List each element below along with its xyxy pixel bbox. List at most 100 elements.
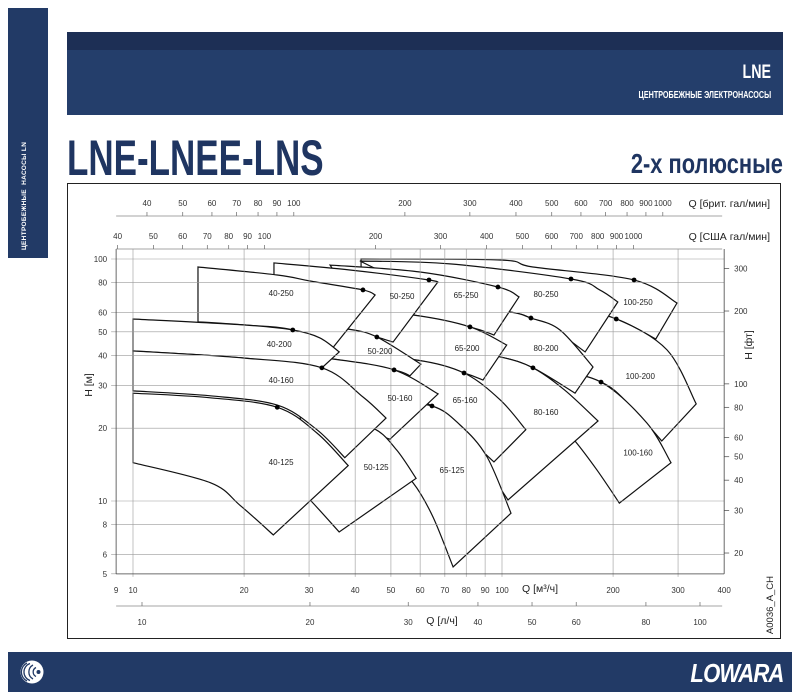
page-subtitle: 2-х полюсные bbox=[630, 148, 783, 179]
pump-label-40-250: 40-250 bbox=[269, 289, 294, 298]
bep-point-65-250 bbox=[495, 284, 501, 290]
bep-point-65-160 bbox=[461, 370, 467, 376]
x-top-tick-label: 300 bbox=[463, 199, 477, 208]
x-tick-label: 40 bbox=[351, 586, 360, 595]
x-top-tick-label: 80 bbox=[224, 232, 233, 241]
x-top-tick-label: 1000 bbox=[654, 199, 672, 208]
pump-label-100-200: 100-200 bbox=[626, 372, 656, 381]
pump-label-100-160: 100-160 bbox=[623, 448, 653, 457]
y2-tick-label: 100 bbox=[734, 380, 748, 389]
x-bottom2-tick-label: 30 bbox=[404, 618, 413, 627]
x-top-tick-label: 200 bbox=[398, 199, 412, 208]
x-top-tick-label: 40 bbox=[113, 232, 122, 241]
x-tick-label: 20 bbox=[240, 586, 249, 595]
pump-label-80-200: 80-200 bbox=[534, 344, 559, 353]
x-top-tick-label: 300 bbox=[434, 232, 448, 241]
bep-point-100-160 bbox=[598, 379, 604, 385]
x-top-tick-label: 700 bbox=[570, 232, 584, 241]
x-top-tick-label: 900 bbox=[639, 199, 653, 208]
x-bottom2-tick-label: 80 bbox=[641, 618, 650, 627]
y2-tick-label: 20 bbox=[734, 549, 743, 558]
y2-tick-label: 80 bbox=[734, 403, 743, 412]
x-tick-label: 60 bbox=[416, 586, 425, 595]
x-top-tick-label: 800 bbox=[591, 232, 605, 241]
x-bottom2-tick-label: 100 bbox=[693, 618, 707, 627]
y-tick-label: 80 bbox=[98, 278, 107, 287]
footer-banner: LOWARA bbox=[8, 652, 792, 692]
chart-code: A0036_A_CH bbox=[765, 576, 776, 634]
pump-label-80-160: 80-160 bbox=[534, 408, 559, 417]
y2-tick-label: 200 bbox=[734, 307, 748, 316]
x-bottom2-tick-label: 50 bbox=[528, 618, 537, 627]
header-title: LNE bbox=[742, 62, 772, 83]
pump-label-65-125: 65-125 bbox=[440, 466, 465, 475]
pump-region-40-160 bbox=[132, 350, 387, 459]
pump-label-80-250: 80-250 bbox=[534, 290, 559, 299]
x-top-tick-label: 900 bbox=[610, 232, 624, 241]
y-tick-label: 30 bbox=[98, 382, 107, 391]
x-tick-label: 80 bbox=[462, 586, 471, 595]
bep-point-100-200 bbox=[613, 316, 619, 322]
page-title: LNE-LNEE-LNS bbox=[67, 130, 324, 186]
x-bottom2-tick-label: 10 bbox=[138, 618, 147, 627]
x-top-tick-label: 60 bbox=[178, 232, 187, 241]
x-top-tick-label: 50 bbox=[178, 199, 187, 208]
y-tick-label: 50 bbox=[98, 328, 107, 337]
x-axis-title: Q [м³/ч] bbox=[522, 583, 558, 595]
y-axis-title: H [м] bbox=[83, 373, 95, 397]
bep-point-50-250 bbox=[426, 277, 432, 283]
x-top-tick-label: 500 bbox=[545, 199, 559, 208]
bep-point-40-250 bbox=[360, 287, 366, 293]
header-banner: LNE ЦЕНТРОБЕЖНЫЕ ЭЛЕКТРОНАСОСЫ bbox=[67, 32, 783, 115]
x-top-tick-label: 1000 bbox=[625, 232, 643, 241]
pump-label-50-250: 50-250 bbox=[390, 292, 415, 301]
x-bottom2-tick-label: 60 bbox=[572, 618, 581, 627]
header-subtitle: ЦЕНТРОБЕЖНЫЕ ЭЛЕКТРОНАСОСЫ bbox=[638, 90, 771, 101]
y2-tick-label: 60 bbox=[734, 434, 743, 443]
x-bottom2-tick-label: 40 bbox=[473, 618, 482, 627]
x-top-tick-label: 800 bbox=[620, 199, 634, 208]
pump-label-40-160: 40-160 bbox=[269, 376, 294, 385]
pump-label-65-160: 65-160 bbox=[453, 396, 478, 405]
y2-tick-label: 40 bbox=[734, 476, 743, 485]
x-bottom2-tick-label: 20 bbox=[306, 618, 315, 627]
x-top-axis-title: Q [брит. гал/мин] bbox=[689, 198, 771, 210]
lowara-logo-icon bbox=[20, 660, 44, 684]
bep-point-50-160 bbox=[391, 367, 397, 373]
bep-point-40-125 bbox=[274, 404, 280, 410]
x-top-tick-label: 100 bbox=[287, 199, 301, 208]
y2-tick-label: 30 bbox=[734, 506, 743, 515]
bep-point-80-250 bbox=[568, 276, 574, 282]
x-tick-label: 100 bbox=[495, 586, 509, 595]
x-top-tick-label: 200 bbox=[369, 232, 383, 241]
y-tick-label: 100 bbox=[94, 255, 108, 264]
x-top-axis-title: Q [США гал/мин] bbox=[689, 231, 770, 243]
x-tick-label: 70 bbox=[440, 586, 449, 595]
bep-point-80-200 bbox=[528, 315, 534, 321]
x-top-tick-label: 700 bbox=[599, 199, 613, 208]
bep-point-65-125 bbox=[429, 403, 435, 409]
pump-label-40-125: 40-125 bbox=[269, 458, 294, 467]
bep-point-100-250 bbox=[631, 277, 637, 283]
x-tick-label: 9 bbox=[114, 586, 119, 595]
y-tick-label: 60 bbox=[98, 309, 107, 318]
x-tick-label: 300 bbox=[671, 586, 685, 595]
x-top-tick-label: 70 bbox=[203, 232, 212, 241]
x-top-tick-label: 600 bbox=[545, 232, 559, 241]
x-tick-label: 90 bbox=[481, 586, 490, 595]
bep-point-80-160 bbox=[530, 365, 536, 371]
y2-axis-title: H [фт] bbox=[743, 330, 755, 360]
y2-tick-label: 300 bbox=[734, 264, 748, 273]
x-top-tick-label: 500 bbox=[516, 232, 530, 241]
x-top-tick-label: 40 bbox=[143, 199, 152, 208]
x-top-tick-label: 80 bbox=[254, 199, 263, 208]
pump-label-50-200: 50-200 bbox=[368, 347, 393, 356]
bep-point-50-200 bbox=[374, 334, 380, 340]
x-tick-label: 200 bbox=[606, 586, 620, 595]
x-top-tick-label: 400 bbox=[509, 199, 523, 208]
y-tick-label: 10 bbox=[98, 497, 107, 506]
x-top-tick-label: 70 bbox=[232, 199, 241, 208]
pump-label-50-125: 50-125 bbox=[364, 463, 389, 472]
x-top-tick-label: 90 bbox=[272, 199, 281, 208]
